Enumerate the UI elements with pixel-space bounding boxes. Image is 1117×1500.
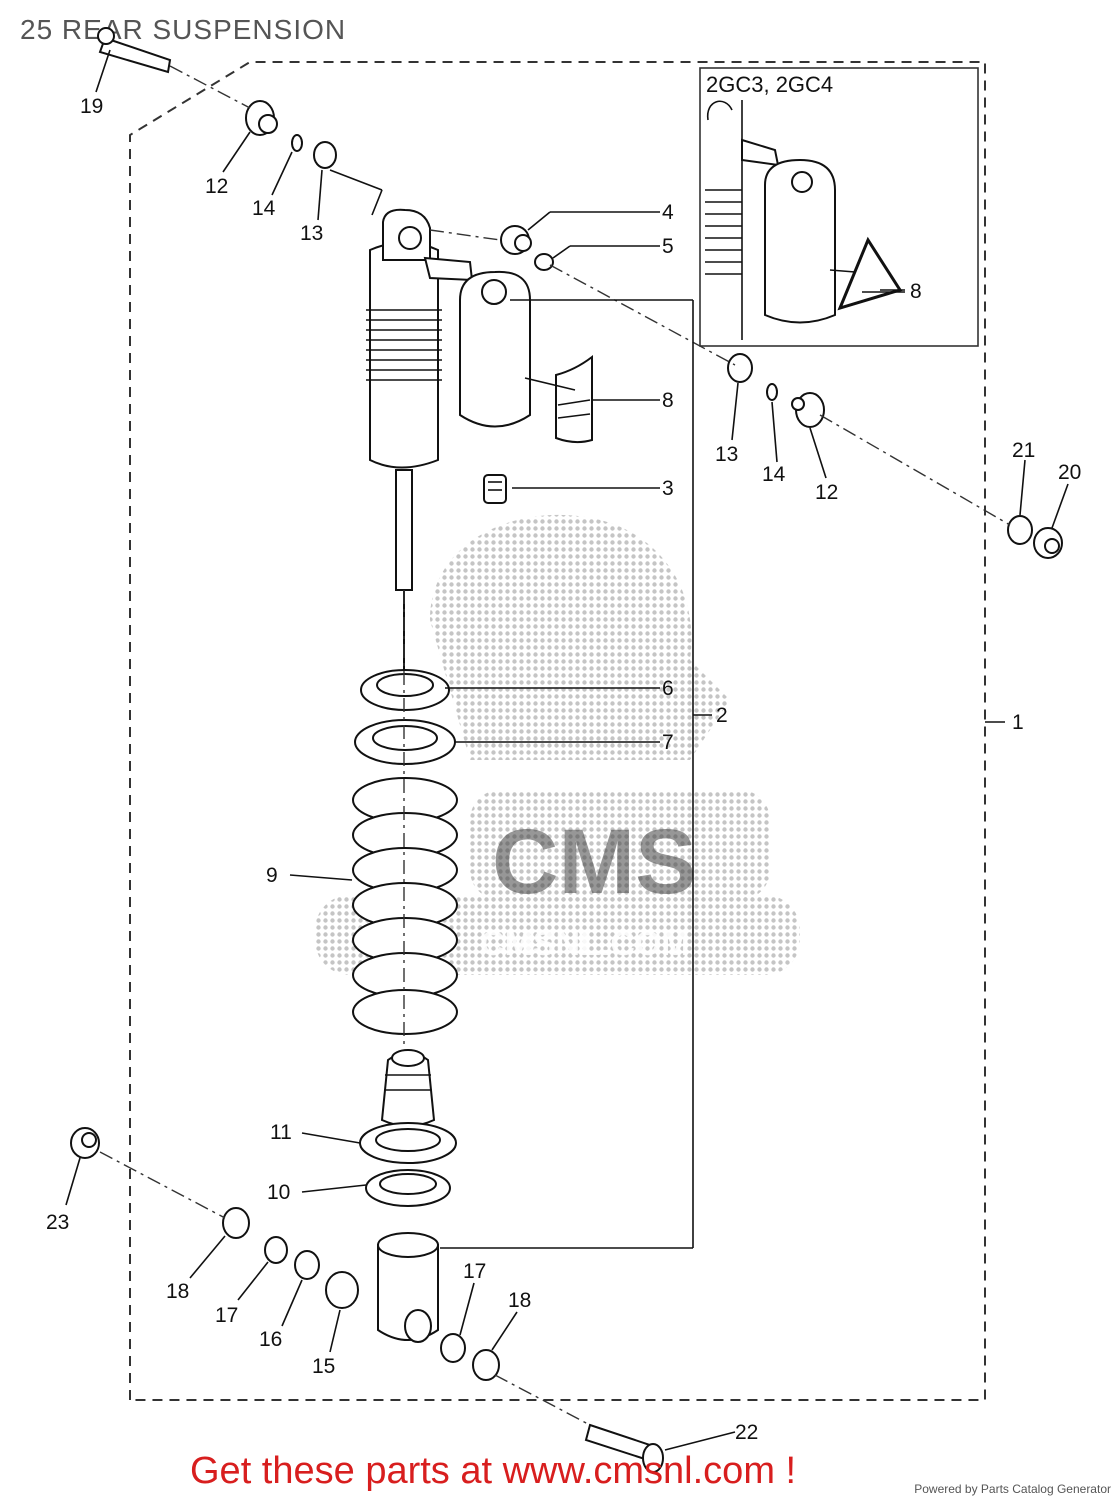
watermark-logo: CMS CMSNL.COM [315, 514, 800, 975]
oring-5 [534, 253, 554, 271]
callout-13-upper-left: 13 [300, 222, 323, 245]
spring-guide-lower [365, 1169, 451, 1207]
callout-17-left: 17 [215, 1304, 238, 1327]
cta-link[interactable]: Get these parts at www.cmsnl.com ! [190, 1450, 797, 1492]
callout-4: 4 [662, 201, 674, 224]
reservoir-band [555, 354, 593, 444]
callout-9: 9 [266, 864, 278, 887]
leader-lines [65, 49, 1069, 1451]
page-title: 25 REAR SUSPENSION [20, 14, 347, 45]
oil-seal-17-left [264, 1236, 288, 1264]
adjuster-valve [483, 474, 507, 504]
callout-10: 10 [267, 1181, 290, 1204]
upper-bolt [97, 27, 172, 74]
collar-upper-right [791, 392, 825, 428]
spring-guide-upper [359, 1122, 457, 1164]
assembly-axis-lines [99, 65, 1011, 1426]
callout-16: 16 [259, 1328, 282, 1351]
callout-1: 1 [1012, 711, 1024, 734]
callout-14-upper-right: 14 [762, 463, 786, 486]
callout-2: 2 [716, 704, 728, 727]
callout-8: 8 [662, 389, 674, 412]
washer-21 [1007, 515, 1033, 545]
washer-upper-right [727, 353, 753, 383]
inset-callout: 8 [910, 280, 922, 303]
adjusting-nut [354, 719, 456, 765]
reservoir [459, 270, 531, 428]
watermark-sub-text: CMSNL.COM [480, 925, 690, 963]
oring-upper-right [766, 383, 778, 401]
bushing-4 [500, 225, 532, 255]
spring [352, 777, 458, 1035]
nut-20 [1033, 527, 1063, 559]
callout-20: 20 [1058, 461, 1081, 484]
callout-22: 22 [735, 1421, 758, 1444]
callout-13-upper-right: 13 [715, 443, 738, 466]
callout-18-right: 18 [508, 1289, 531, 1312]
callout-23: 23 [46, 1211, 69, 1234]
collar-16 [294, 1250, 320, 1280]
lock-nut [360, 669, 450, 711]
lower-bolt [584, 1423, 664, 1473]
callout-5: 5 [662, 235, 674, 258]
bearing-15 [325, 1271, 359, 1309]
shock-absorber-body [366, 208, 474, 591]
assembly-boundary [129, 61, 986, 1401]
inset-frame [699, 67, 979, 347]
washer-upper-left [313, 141, 337, 169]
bump-stopper [380, 1049, 436, 1127]
callout-19: 19 [80, 95, 103, 118]
inset-title: 2GC3, 2GC4 [706, 72, 833, 97]
inset-reservoir-drawing [705, 100, 905, 340]
collar-upper-left [245, 100, 278, 136]
callout-14-upper-left: 14 [252, 197, 276, 220]
oring-upper-left [291, 134, 303, 152]
powered-by-text: Powered by Parts Catalog Generator [914, 1482, 1111, 1496]
callout-21: 21 [1012, 439, 1035, 462]
callout-3: 3 [662, 477, 674, 500]
callout-12-upper-left: 12 [205, 175, 228, 198]
washer-18-right [472, 1349, 500, 1381]
oil-seal-17-right [440, 1333, 466, 1363]
callout-12-upper-right: 12 [815, 481, 838, 504]
lower-clevis [377, 1232, 439, 1343]
callout-11: 11 [270, 1121, 292, 1144]
nut-23 [70, 1127, 100, 1159]
callout-17-right: 17 [463, 1260, 486, 1283]
callout-6: 6 [662, 677, 674, 700]
callout-7: 7 [662, 731, 674, 754]
watermark-logo-text: CMS [492, 811, 696, 913]
washer-18-left [222, 1207, 250, 1239]
callout-18-left: 18 [166, 1280, 189, 1303]
callout-15: 15 [312, 1355, 335, 1378]
